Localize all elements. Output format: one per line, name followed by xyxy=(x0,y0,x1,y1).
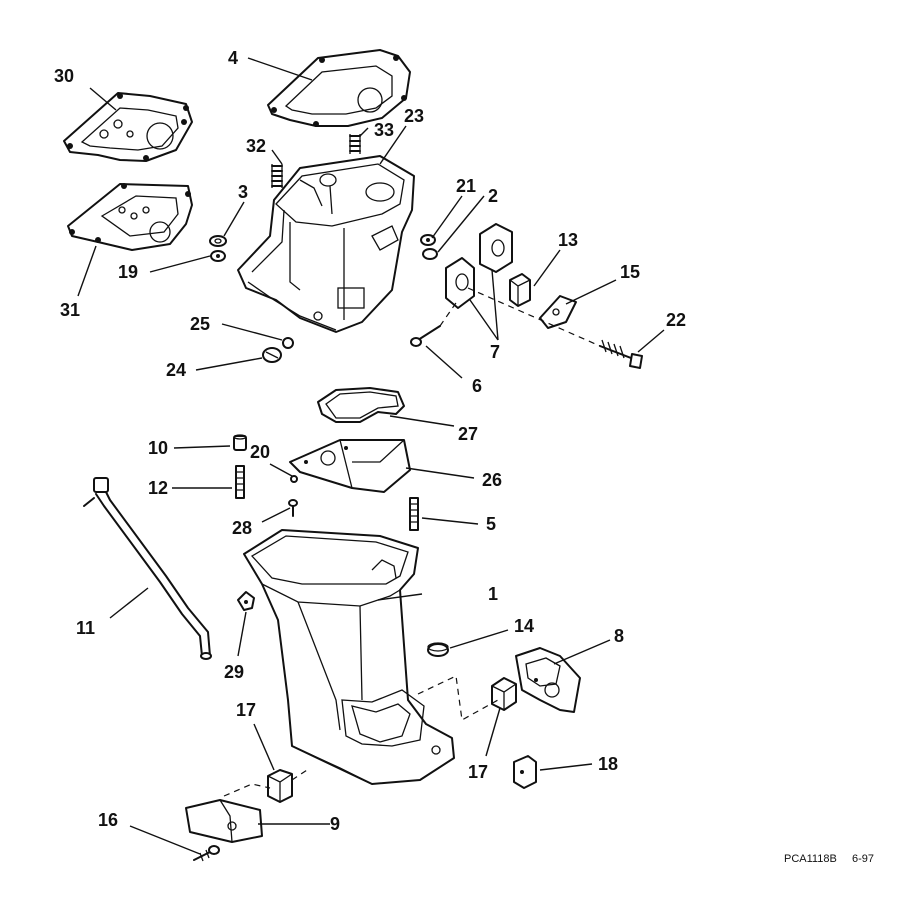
part-5-stud xyxy=(409,497,419,531)
callout-13: 13 xyxy=(558,230,578,250)
callout-9: 9 xyxy=(330,814,340,834)
part-6-screw xyxy=(410,325,441,347)
part-24-plug xyxy=(262,347,282,363)
part-26-plate xyxy=(289,439,411,493)
callout-8: 8 xyxy=(614,626,624,646)
assembly-axis-mount xyxy=(439,299,459,327)
callout-4: 4 xyxy=(228,48,238,68)
callout-18: 18 xyxy=(598,754,618,774)
callout-15: 15 xyxy=(620,262,640,282)
part-21-washer xyxy=(420,234,436,246)
callout-14: 14 xyxy=(514,616,534,636)
part-20-ball xyxy=(290,475,298,483)
part-9-lower-clamp xyxy=(185,799,263,843)
callout-6: 6 xyxy=(472,376,482,396)
part-12-stud xyxy=(235,465,245,499)
assembly-axis-lower-right xyxy=(417,675,499,721)
part-7-mount xyxy=(445,223,513,309)
part-16-screw xyxy=(193,845,220,862)
callout-20: 20 xyxy=(250,442,270,462)
part-29-grommet xyxy=(237,591,255,611)
callout-10: 10 xyxy=(148,438,168,458)
callout-25: 25 xyxy=(190,314,210,334)
part-18-rubber-block xyxy=(513,755,537,789)
callout-3: 3 xyxy=(238,182,248,202)
part-33-spring xyxy=(349,134,361,154)
callout-21: 21 xyxy=(456,176,476,196)
part-22-bolt xyxy=(599,339,643,369)
callout-33: 33 xyxy=(374,120,394,140)
callout-23: 23 xyxy=(404,106,424,126)
callout-22: 22 xyxy=(666,310,686,330)
callout-1: 1 xyxy=(488,584,498,604)
callout-31: 31 xyxy=(60,300,80,320)
assembly-axis-lower-left xyxy=(223,767,311,797)
callout-16: 16 xyxy=(98,810,118,830)
callout-26: 26 xyxy=(482,470,502,490)
callout-27: 27 xyxy=(458,424,478,444)
callout-30: 30 xyxy=(54,66,74,86)
callout-labels: 1 2 3 4 5 6 7 8 9 10 11 12 13 14 15 16 1… xyxy=(54,48,686,834)
callout-32: 32 xyxy=(246,136,266,156)
part-25-gasket xyxy=(282,337,294,349)
part-2-nut xyxy=(422,248,438,260)
part-32-spring xyxy=(271,164,283,188)
callout-5: 5 xyxy=(486,514,496,534)
part-14-rubber-pad xyxy=(427,642,449,657)
part-3-washer xyxy=(209,235,227,247)
part-28-screw xyxy=(288,499,298,517)
assembly-axis-upper xyxy=(467,287,601,347)
part-4-gasket xyxy=(267,49,411,127)
part-23-adapter-housing xyxy=(237,155,415,333)
callout-2: 2 xyxy=(488,186,498,206)
part-27-seal xyxy=(317,387,405,423)
part-1-exhaust-housing xyxy=(243,529,455,785)
part-17-rubber-block-upper xyxy=(491,677,517,711)
part-30-gasket xyxy=(63,92,193,162)
leader-lines xyxy=(77,57,665,855)
callout-17-upper: 17 xyxy=(468,762,488,782)
callout-7: 7 xyxy=(490,342,500,362)
callout-12: 12 xyxy=(148,478,168,498)
callout-17-lower: 17 xyxy=(236,700,256,720)
callout-11: 11 xyxy=(76,618,95,638)
drawing-code: PCA1118B xyxy=(784,853,837,865)
part-8-mount-housing xyxy=(515,647,581,713)
part-19-nut xyxy=(210,250,226,262)
callout-19: 19 xyxy=(118,262,138,282)
part-13-rubber-block xyxy=(509,273,531,307)
part-11-water-tube xyxy=(83,477,212,660)
callout-24: 24 xyxy=(166,360,186,380)
part-17-rubber-block-lower xyxy=(267,769,293,803)
part-31-cover-plate xyxy=(67,183,193,251)
part-15-clamp-plate xyxy=(539,295,577,329)
part-10-bushing xyxy=(233,434,247,451)
callout-29: 29 xyxy=(224,662,244,682)
drawing-date: 6-97 xyxy=(852,853,874,865)
callout-28: 28 xyxy=(232,518,252,538)
